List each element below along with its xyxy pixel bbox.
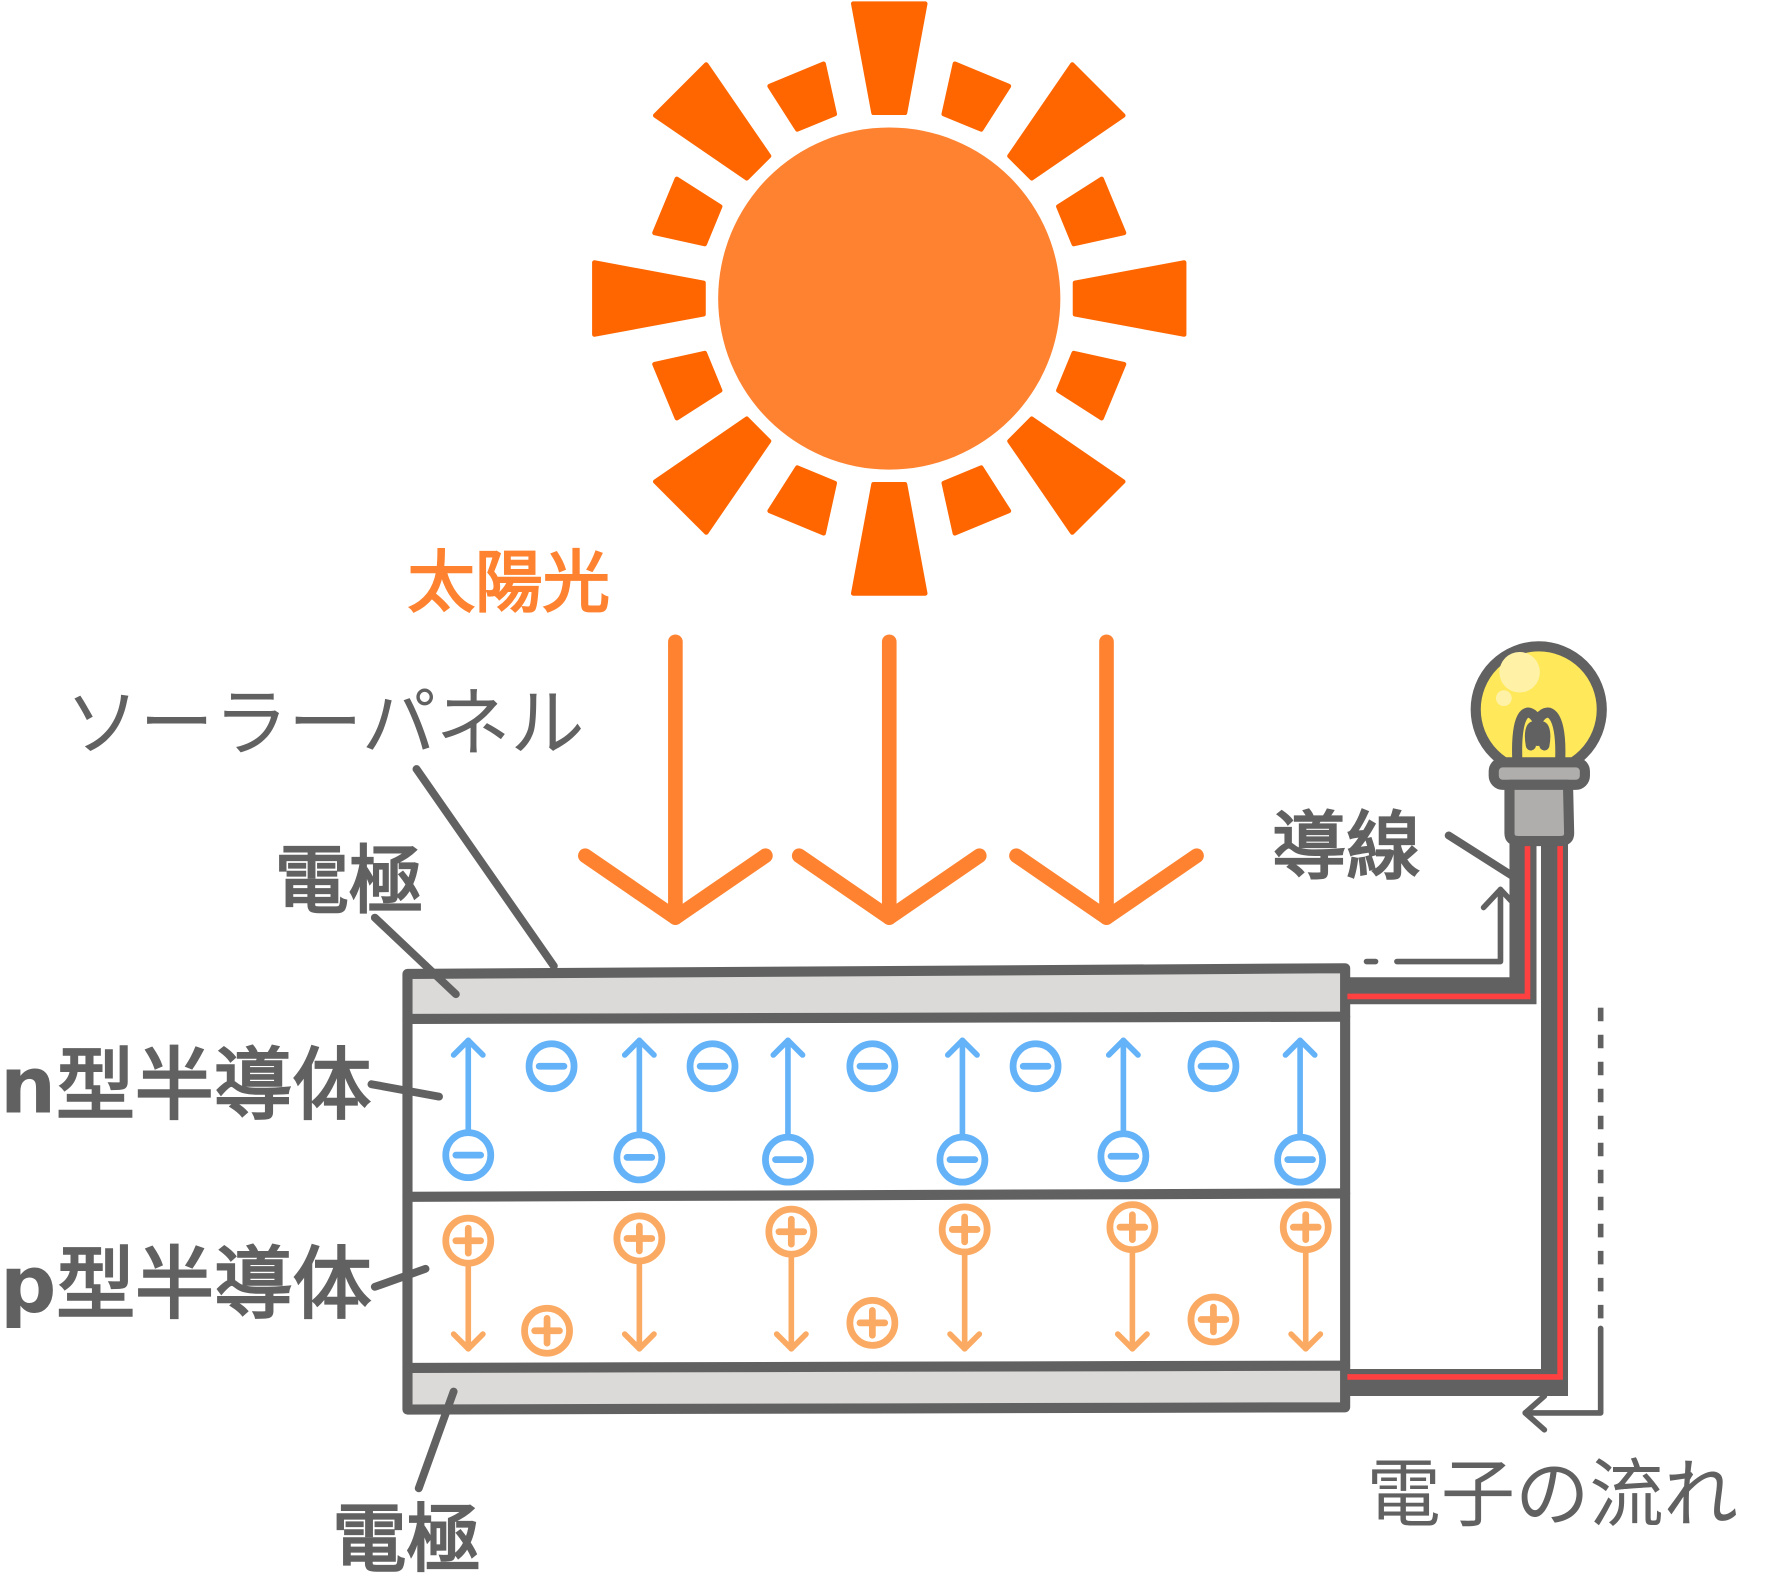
sunlight-arrows — [578, 634, 1204, 925]
hole-icon — [1106, 1201, 1159, 1254]
sun-ray — [1072, 260, 1187, 337]
hole-icon — [765, 1205, 818, 1258]
sun-ray — [767, 61, 838, 132]
hole-motion-arrow — [450, 1260, 486, 1352]
panel-outline — [402, 963, 1351, 1415]
electron-motion-arrow — [621, 1037, 657, 1138]
electrode-top — [407, 973, 1346, 1019]
sun-rays — [592, 1, 1187, 596]
electron-icon — [1274, 1133, 1327, 1186]
bulb-filament — [1512, 707, 1566, 767]
wire-bottom — [1347, 842, 1569, 1397]
hole-motion-arrow — [947, 1249, 983, 1352]
hole-icon — [846, 1296, 899, 1349]
leader-n-type — [367, 1080, 443, 1101]
electron-icon — [846, 1040, 899, 1093]
electron-icon — [686, 1040, 739, 1093]
hole-icon — [938, 1203, 991, 1256]
sun-ray — [652, 176, 723, 247]
sun-ray — [652, 416, 772, 535]
bulb-glass — [1470, 641, 1607, 778]
sun-ray — [1007, 416, 1126, 535]
electron-motion-arrow — [450, 1037, 486, 1136]
bulb-highlight — [1499, 651, 1540, 693]
sunlight-label: 太陽光 — [407, 543, 610, 622]
electron-icon — [1009, 1040, 1062, 1093]
electron-icon — [1187, 1040, 1240, 1093]
sun-ray — [1056, 176, 1127, 247]
hole-motion-arrow — [621, 1258, 657, 1352]
sun-ray — [652, 350, 723, 421]
electron-motion-arrow — [770, 1037, 806, 1140]
sun-ray — [850, 482, 928, 596]
leader-electrode-top — [370, 913, 460, 999]
wires — [1347, 842, 1569, 1397]
sunlight-arrow — [791, 634, 987, 925]
sun-ray — [850, 1, 928, 116]
electron-motion-arrow — [1282, 1037, 1318, 1140]
hole-icon — [613, 1212, 666, 1265]
light-bulb-icon — [1470, 641, 1607, 847]
electron-flow-indicator — [1363, 886, 1604, 1433]
hole-motion-arrow — [773, 1251, 809, 1352]
wire-top — [1347, 842, 1537, 1005]
wire-label: 導線 — [1272, 804, 1421, 891]
hole-motion-arrow — [1114, 1246, 1150, 1352]
n-type-label: n型半導体 — [0, 1039, 371, 1131]
solar-panel-label: ソーラーパネル — [65, 680, 584, 767]
hole-motion-arrow — [1288, 1246, 1324, 1352]
electron-icon — [936, 1133, 989, 1186]
sunlight-arrow — [578, 634, 773, 925]
bulb-highlight — [1495, 690, 1512, 707]
sunlight-arrow — [1009, 634, 1204, 925]
electron-icon — [762, 1133, 814, 1186]
charge-carriers — [442, 1037, 1332, 1357]
electron-icon — [442, 1129, 495, 1182]
sun-ray — [1056, 350, 1127, 421]
electron-motion-arrow — [944, 1037, 980, 1140]
hole-icon — [1279, 1201, 1332, 1254]
leader-wire — [1444, 831, 1524, 885]
solar-panel — [402, 963, 1351, 1415]
leader-solar-panel — [412, 765, 558, 970]
leader-electrode-bottom — [414, 1387, 458, 1493]
wire-bottom-core — [1347, 844, 1563, 1380]
leader-lines — [367, 765, 1524, 1493]
electron-flow-label: 電子の流れ — [1367, 1451, 1738, 1538]
electron-motion-arrow — [1105, 1037, 1141, 1137]
hole-icon — [1187, 1293, 1240, 1346]
electrode-bottom-label: 電極 — [332, 1496, 481, 1573]
hole-icon — [442, 1214, 495, 1267]
electron-icon — [1097, 1130, 1150, 1183]
wire-top-core — [1347, 844, 1531, 1000]
p-type-label: p型半導体 — [0, 1239, 372, 1331]
sun-ray — [941, 61, 1012, 132]
sun — [592, 1, 1187, 596]
electrode-top-label: 電極 — [275, 837, 424, 924]
sun-ray — [592, 260, 706, 337]
sun-ray — [767, 465, 838, 536]
sun-ray — [1007, 62, 1126, 181]
sun-ray — [941, 465, 1012, 536]
electron-icon — [525, 1040, 578, 1093]
leader-p-type — [370, 1264, 430, 1291]
electron-icon — [613, 1131, 666, 1184]
sun-body — [718, 127, 1061, 470]
bulb-socket — [1504, 779, 1575, 847]
sun-ray — [652, 62, 772, 181]
hole-icon — [521, 1304, 573, 1357]
